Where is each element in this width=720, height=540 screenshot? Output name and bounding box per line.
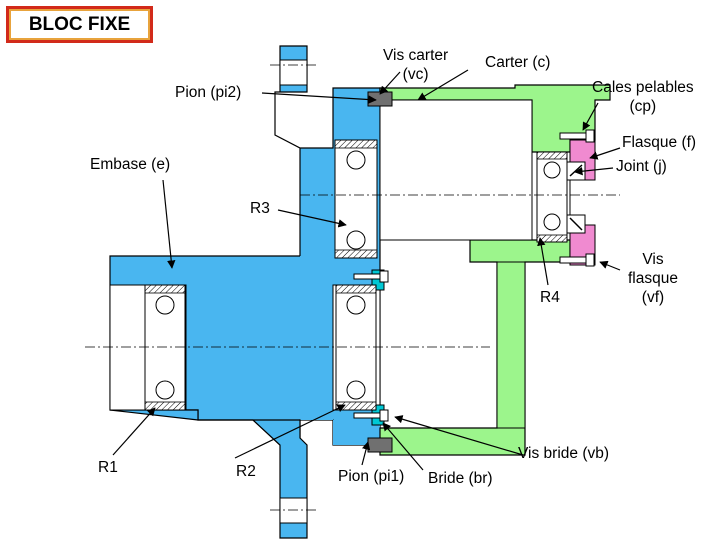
bearing-r3-hatch-bottom [334, 249, 378, 259]
label-vis-carter-line2: (vc) [402, 66, 429, 83]
label-cales-line1: Cales pelables [592, 79, 694, 96]
leader-r3 [277, 209, 347, 228]
label-r1: R1 [98, 459, 118, 476]
vis-bride-top [353, 270, 389, 283]
leader-r1 [112, 407, 156, 456]
joint-mark-bottom [569, 217, 583, 231]
label-vis-flasque-line2: flasque [628, 270, 678, 287]
leader-embase [162, 179, 176, 269]
label-r4: R4 [540, 289, 560, 306]
label-pion-pi1: Pion (pi1) [338, 468, 405, 485]
embase-lower-block [300, 256, 380, 445]
bearing-r4-ball-bottom [543, 213, 561, 231]
pion-pi1 [367, 437, 393, 453]
embase-top-slot [279, 59, 308, 86]
label-carter: Carter (c) [485, 54, 551, 71]
pion-pi2 [367, 91, 393, 107]
leader-r2 [234, 404, 346, 459]
bearing-r3-ball-bottom [346, 230, 366, 250]
embase-bottom-slot [279, 497, 308, 524]
bearing-r2-ball-top [346, 295, 366, 315]
bearing-r4-ball-top [543, 161, 561, 179]
vis-flasque-bottom [559, 253, 595, 267]
label-r3: R3 [250, 200, 270, 217]
leader-pion-pi2 [261, 92, 377, 104]
leader-bride [382, 422, 424, 471]
label-vis-flasque-line1: Vis [642, 251, 664, 268]
leader-r4 [537, 237, 549, 286]
label-r2: R2 [236, 463, 256, 480]
label-flasque: Flasque (f) [622, 134, 697, 151]
title-box: BLOC FIXE [6, 6, 153, 43]
leader-vis-flasque-top [599, 260, 621, 271]
bearing-r3-ball-top [346, 150, 366, 170]
label-vis-carter: Vis carter (vc) [383, 46, 448, 84]
leader-flasque [589, 147, 621, 160]
leader-carter [417, 69, 469, 101]
carter-right-wall [496, 261, 526, 429]
bearing-r1-hatch-bottom [144, 401, 186, 411]
label-vis-flasque: Vis flasque (vf) [628, 250, 678, 307]
label-vis-flasque-line3: (vf) [641, 289, 665, 306]
bearing-r4-hatch-bottom [536, 234, 568, 243]
label-joint: Joint (j) [616, 158, 667, 175]
bearing-r4-hatch-top [536, 151, 568, 160]
leader-cales [582, 102, 599, 131]
label-vis-bride: Vis bride (vb) [518, 445, 610, 462]
carter-lower [379, 239, 571, 456]
bearing-r2-hatch-bottom [335, 401, 377, 411]
bearing-r1-hatch-top [144, 284, 186, 294]
leader-pion-pi1 [361, 441, 371, 466]
leader-lines [112, 69, 621, 471]
embase-foot [109, 409, 308, 539]
label-pion-pi2: Pion (pi2) [175, 84, 242, 101]
bearing-r3-hatch-top [334, 139, 378, 149]
label-cales-pelables: Cales pelables (cp) [592, 78, 694, 116]
label-vis-carter-line1: Vis carter [383, 47, 449, 64]
bearing-r2-ball-bottom [346, 380, 366, 400]
bearing-r1-ball-top [155, 295, 175, 315]
leader-vis-bride [394, 415, 524, 456]
vis-bride-bottom [353, 409, 389, 422]
label-cales-line2: (cp) [629, 98, 657, 115]
label-bride: Bride (br) [428, 470, 493, 487]
leader-vis-carter [379, 71, 401, 95]
bearing-r2-hatch-top [335, 284, 377, 294]
carter-inner-bore [379, 99, 533, 241]
axis-lines [85, 64, 620, 511]
label-embase: Embase (e) [90, 156, 171, 173]
bearing-r1-ball-bottom [155, 380, 175, 400]
leader-joint [574, 167, 614, 176]
